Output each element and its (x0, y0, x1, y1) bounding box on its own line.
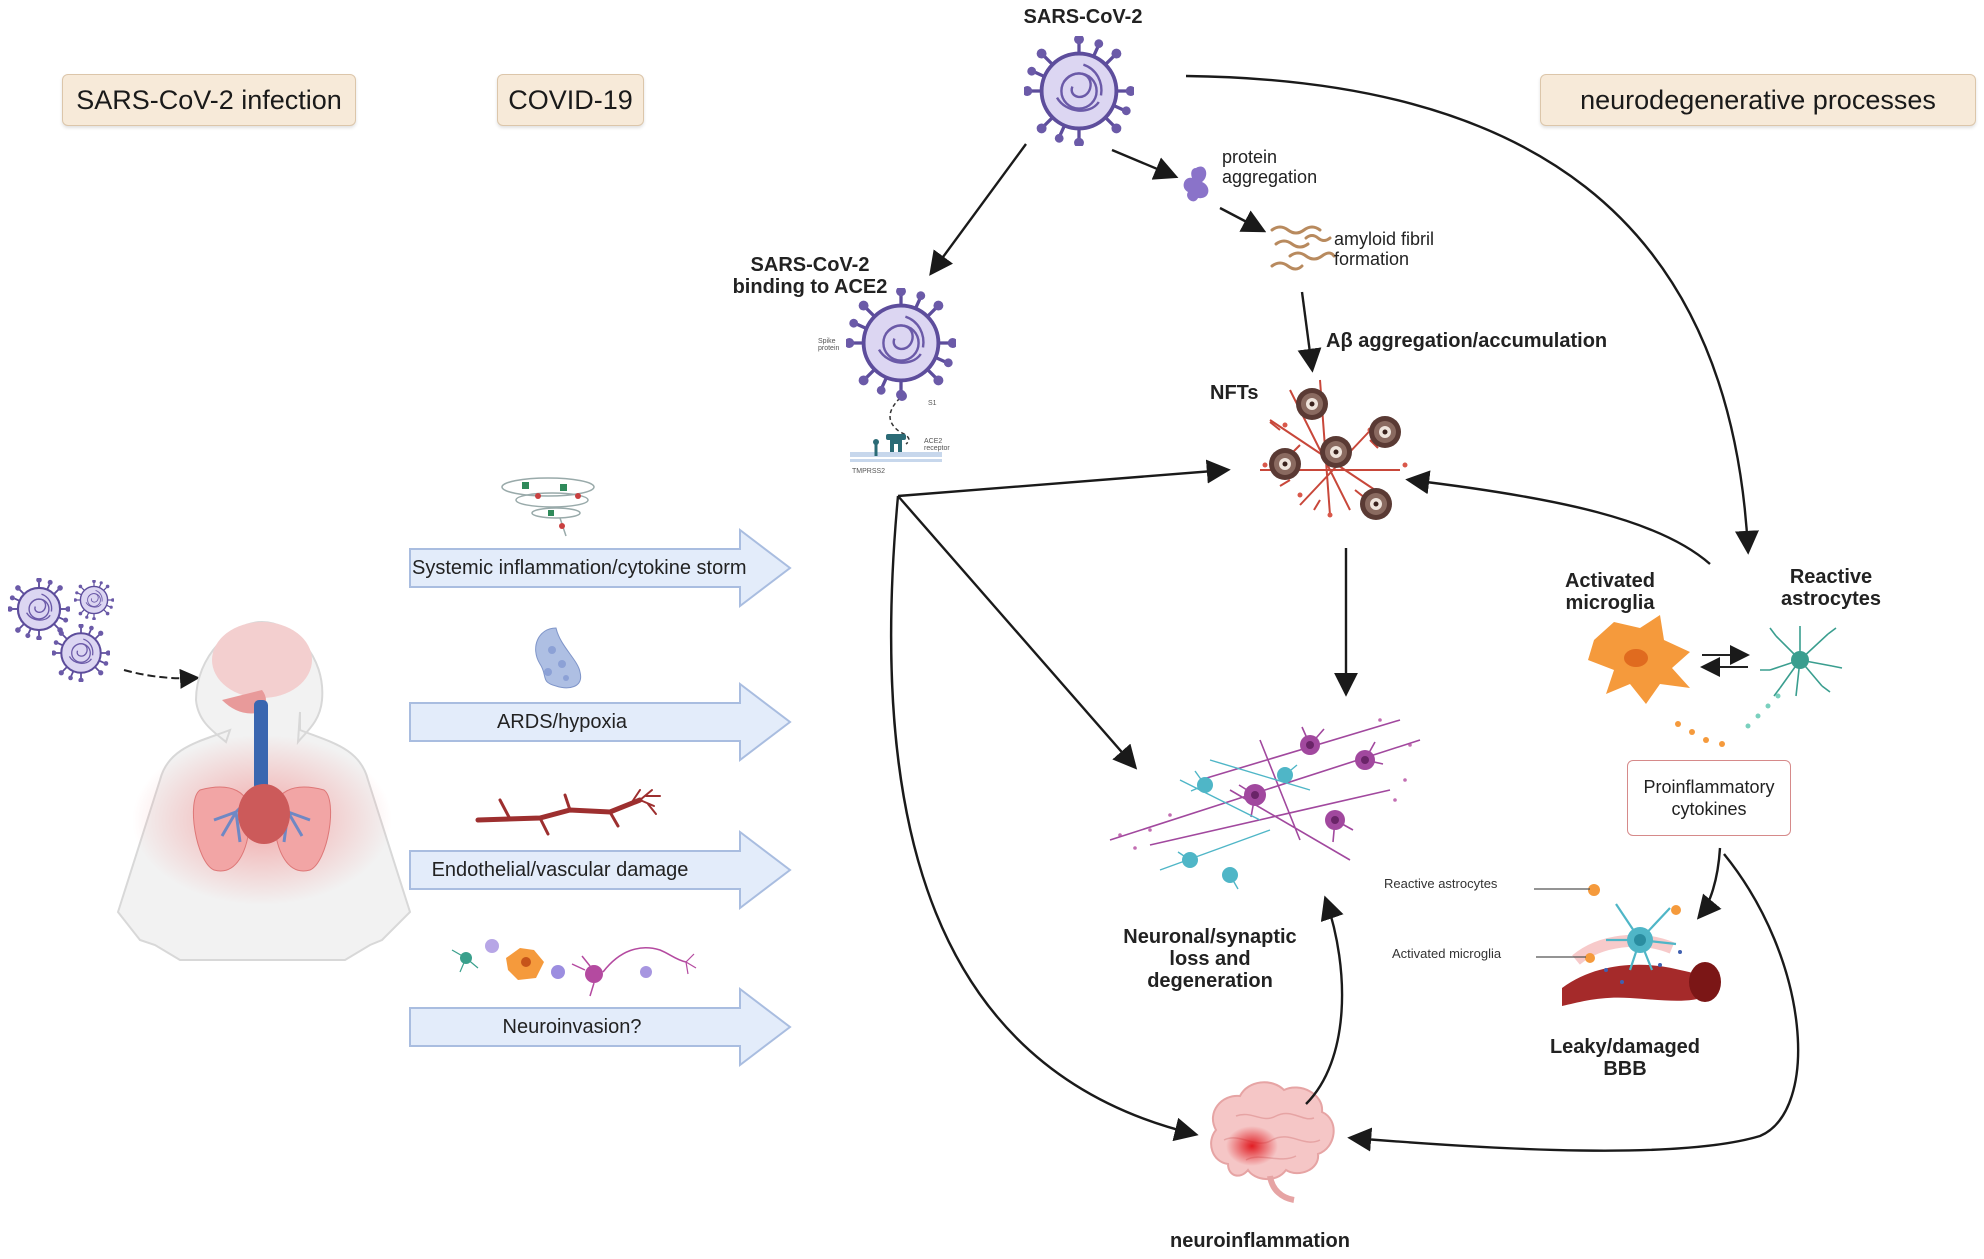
neuronal-line3: degeneration (1147, 970, 1273, 992)
astrocytes-label: Reactive astrocytes (1776, 566, 1886, 610)
ace2-binding-icon (846, 288, 956, 462)
nfts-label: NFTs (1210, 382, 1259, 404)
lung-tissue-icon (535, 627, 582, 689)
virus-top-label: SARS-CoV-2 (1023, 6, 1143, 28)
amyloid-fibril-icon (1270, 225, 1336, 271)
arrow-label-endothelial: Endothelial/vascular damage (431, 859, 689, 881)
s1-tiny-label: S1 (928, 400, 937, 407)
virus-cluster-icon (8, 578, 114, 682)
brain-neuroinflammation-icon (1210, 1081, 1335, 1203)
cytokines-line1: Proinflammatory (1643, 776, 1775, 797)
neuronal-line1: Neuronal/synaptic (1123, 926, 1297, 948)
bbb-line2: BBB (1603, 1058, 1647, 1080)
header-sars-infection: SARS-CoV-2 infection (62, 74, 356, 126)
protein-aggregation-icon (1183, 166, 1209, 202)
activated-microglia-icon (1588, 615, 1725, 747)
protein-line1: protein (1222, 147, 1278, 167)
proinflammatory-cytokines-box: Proinflammatory cytokines (1627, 760, 1791, 836)
leaky-bbb-icon (1562, 884, 1721, 1006)
header-covid19: COVID-19 (497, 74, 644, 126)
neuroinvasion-cells-icon (451, 939, 697, 997)
inhalation-arrow (123, 668, 200, 689)
neuroinflammation-label: neuroinflammation (1169, 1230, 1350, 1252)
arrow-endothelial-damage (409, 829, 792, 911)
blood-vessel-icon (475, 789, 661, 836)
connector-arrows (889, 74, 1800, 1152)
binding-label: SARS-CoV-2 binding to ACE2 (720, 254, 900, 298)
microglia-label: Activated microglia (1560, 570, 1660, 614)
arrow-label-systemic: Systemic inflammation/cytokine storm (412, 557, 747, 579)
bbb-line1: Leaky/damaged (1549, 1036, 1701, 1058)
microglia-line1: Activated (1564, 570, 1656, 592)
bbb-micro-label: Activated microglia (1392, 946, 1502, 961)
amyloid-fibril-label: amyloid fibril formation (1334, 229, 1435, 270)
protein-aggregation-label: protein aggregation (1222, 147, 1318, 188)
arrow-neuroinvasion (409, 986, 792, 1068)
astrocytes-line1: Reactive (1789, 566, 1873, 588)
bbb-astro-label: Reactive astrocytes (1384, 876, 1498, 891)
arrow-label-neuroinvasion: Neuroinvasion? (502, 1016, 642, 1038)
human-lungs-icon (116, 620, 412, 961)
nft-tangles-icon (1260, 379, 1408, 520)
sars-cov2-virus-icon (1024, 36, 1134, 146)
amyloid-line1: amyloid fibril (1334, 229, 1435, 249)
protein-line2: aggregation (1222, 166, 1318, 187)
binding-label-line2: binding to ACE2 (732, 276, 888, 298)
tmprss2-tiny-label: TMPRSS2 (852, 468, 886, 475)
amyloid-line2: formation (1334, 248, 1410, 269)
arrow-ards-hypoxia (409, 681, 792, 763)
bbb-label: Leaky/damaged BBB (1540, 1036, 1710, 1080)
neuronal-line2: loss and (1169, 948, 1251, 970)
binding-label-line1: SARS-CoV-2 (750, 254, 870, 276)
abeta-label: Aβ aggregation/accumulation (1326, 330, 1608, 352)
arrow-systemic-inflammation (409, 527, 792, 609)
cytokines-line2: cytokines (1671, 799, 1747, 819)
spike-protein-tiny-label: Spike protein (818, 338, 840, 352)
microglia-line2: microglia (1565, 592, 1655, 614)
astrocytes-line2: astrocytes (1780, 588, 1882, 610)
arrow-label-ards: ARDS/hypoxia (496, 711, 628, 733)
cytokine-storm-icon (501, 477, 595, 537)
neuronal-loss-label: Neuronal/synaptic loss and degeneration (1110, 926, 1310, 992)
reactive-astrocyte-icon (1745, 626, 1843, 729)
ace2-tiny-label: ACE2 receptor (924, 438, 950, 452)
header-neurodegenerative: neurodegenerative processes (1540, 74, 1976, 126)
neuron-network-icon (1109, 718, 1421, 890)
